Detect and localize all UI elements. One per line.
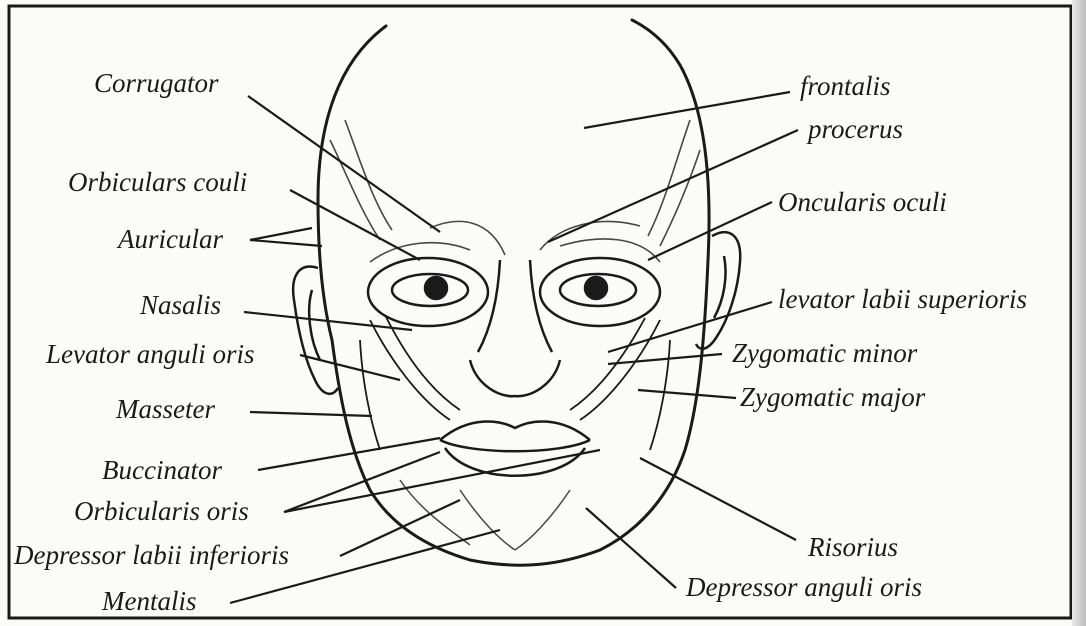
leader-masseter: [250, 412, 372, 416]
cheek-muscles: [360, 315, 670, 450]
leader-depressor-labii-inferioris: [340, 500, 460, 556]
leader-corrugator: [248, 96, 440, 232]
scan-edge-shadow: [1072, 0, 1086, 626]
label-frontalis: frontalis: [800, 73, 891, 100]
right-eye: [540, 258, 660, 326]
label-depressor-anguli-oris: Depressor anguli oris: [686, 574, 922, 601]
label-zygomatic-major: Zygomatic major: [740, 384, 925, 411]
label-nasalis: Nasalis: [140, 292, 221, 319]
label-masseter: Masseter: [116, 396, 215, 423]
label-orbiculars-couli: Orbiculars couli: [68, 169, 247, 196]
leader-orbiculars-couli: [290, 190, 420, 260]
leader-auricular-1: [250, 228, 312, 240]
leader-frontalis: [584, 92, 790, 128]
leader-levator-anguli-oris: [300, 355, 400, 380]
label-corrugator: Corrugator: [94, 70, 219, 97]
label-depressor-labii-inferioris: Depressor labii inferioris: [14, 542, 289, 569]
head-outline: [318, 20, 709, 565]
leader-risorius: [640, 458, 796, 540]
left-ear: [293, 267, 338, 394]
label-zygomatic-minor: Zygomatic minor: [732, 340, 917, 367]
label-levator-labii-superioris: levator labii superioris: [778, 286, 1027, 313]
label-buccinator: Buccinator: [102, 457, 222, 484]
label-mentalis: Mentalis: [102, 588, 197, 615]
leader-orbicularis-oris-2: [284, 450, 600, 512]
leader-auricular-2: [250, 240, 322, 246]
label-orbicularis-oris: Orbicularis oris: [74, 498, 249, 525]
label-oncularis-oculi: Oncularis oculi: [778, 189, 947, 216]
label-procerus: procerus: [808, 116, 903, 143]
leader-procerus: [548, 130, 798, 242]
leader-zygomatic-major: [638, 390, 736, 398]
label-levator-anguli-oris: Levator anguli oris: [46, 341, 255, 368]
leader-buccinator: [258, 438, 440, 470]
leader-zygomatic-minor: [608, 354, 722, 364]
label-auricular: Auricular: [118, 226, 223, 253]
leader-depressor-anguli-oris: [586, 508, 676, 588]
label-risorius: Risorius: [808, 534, 898, 561]
